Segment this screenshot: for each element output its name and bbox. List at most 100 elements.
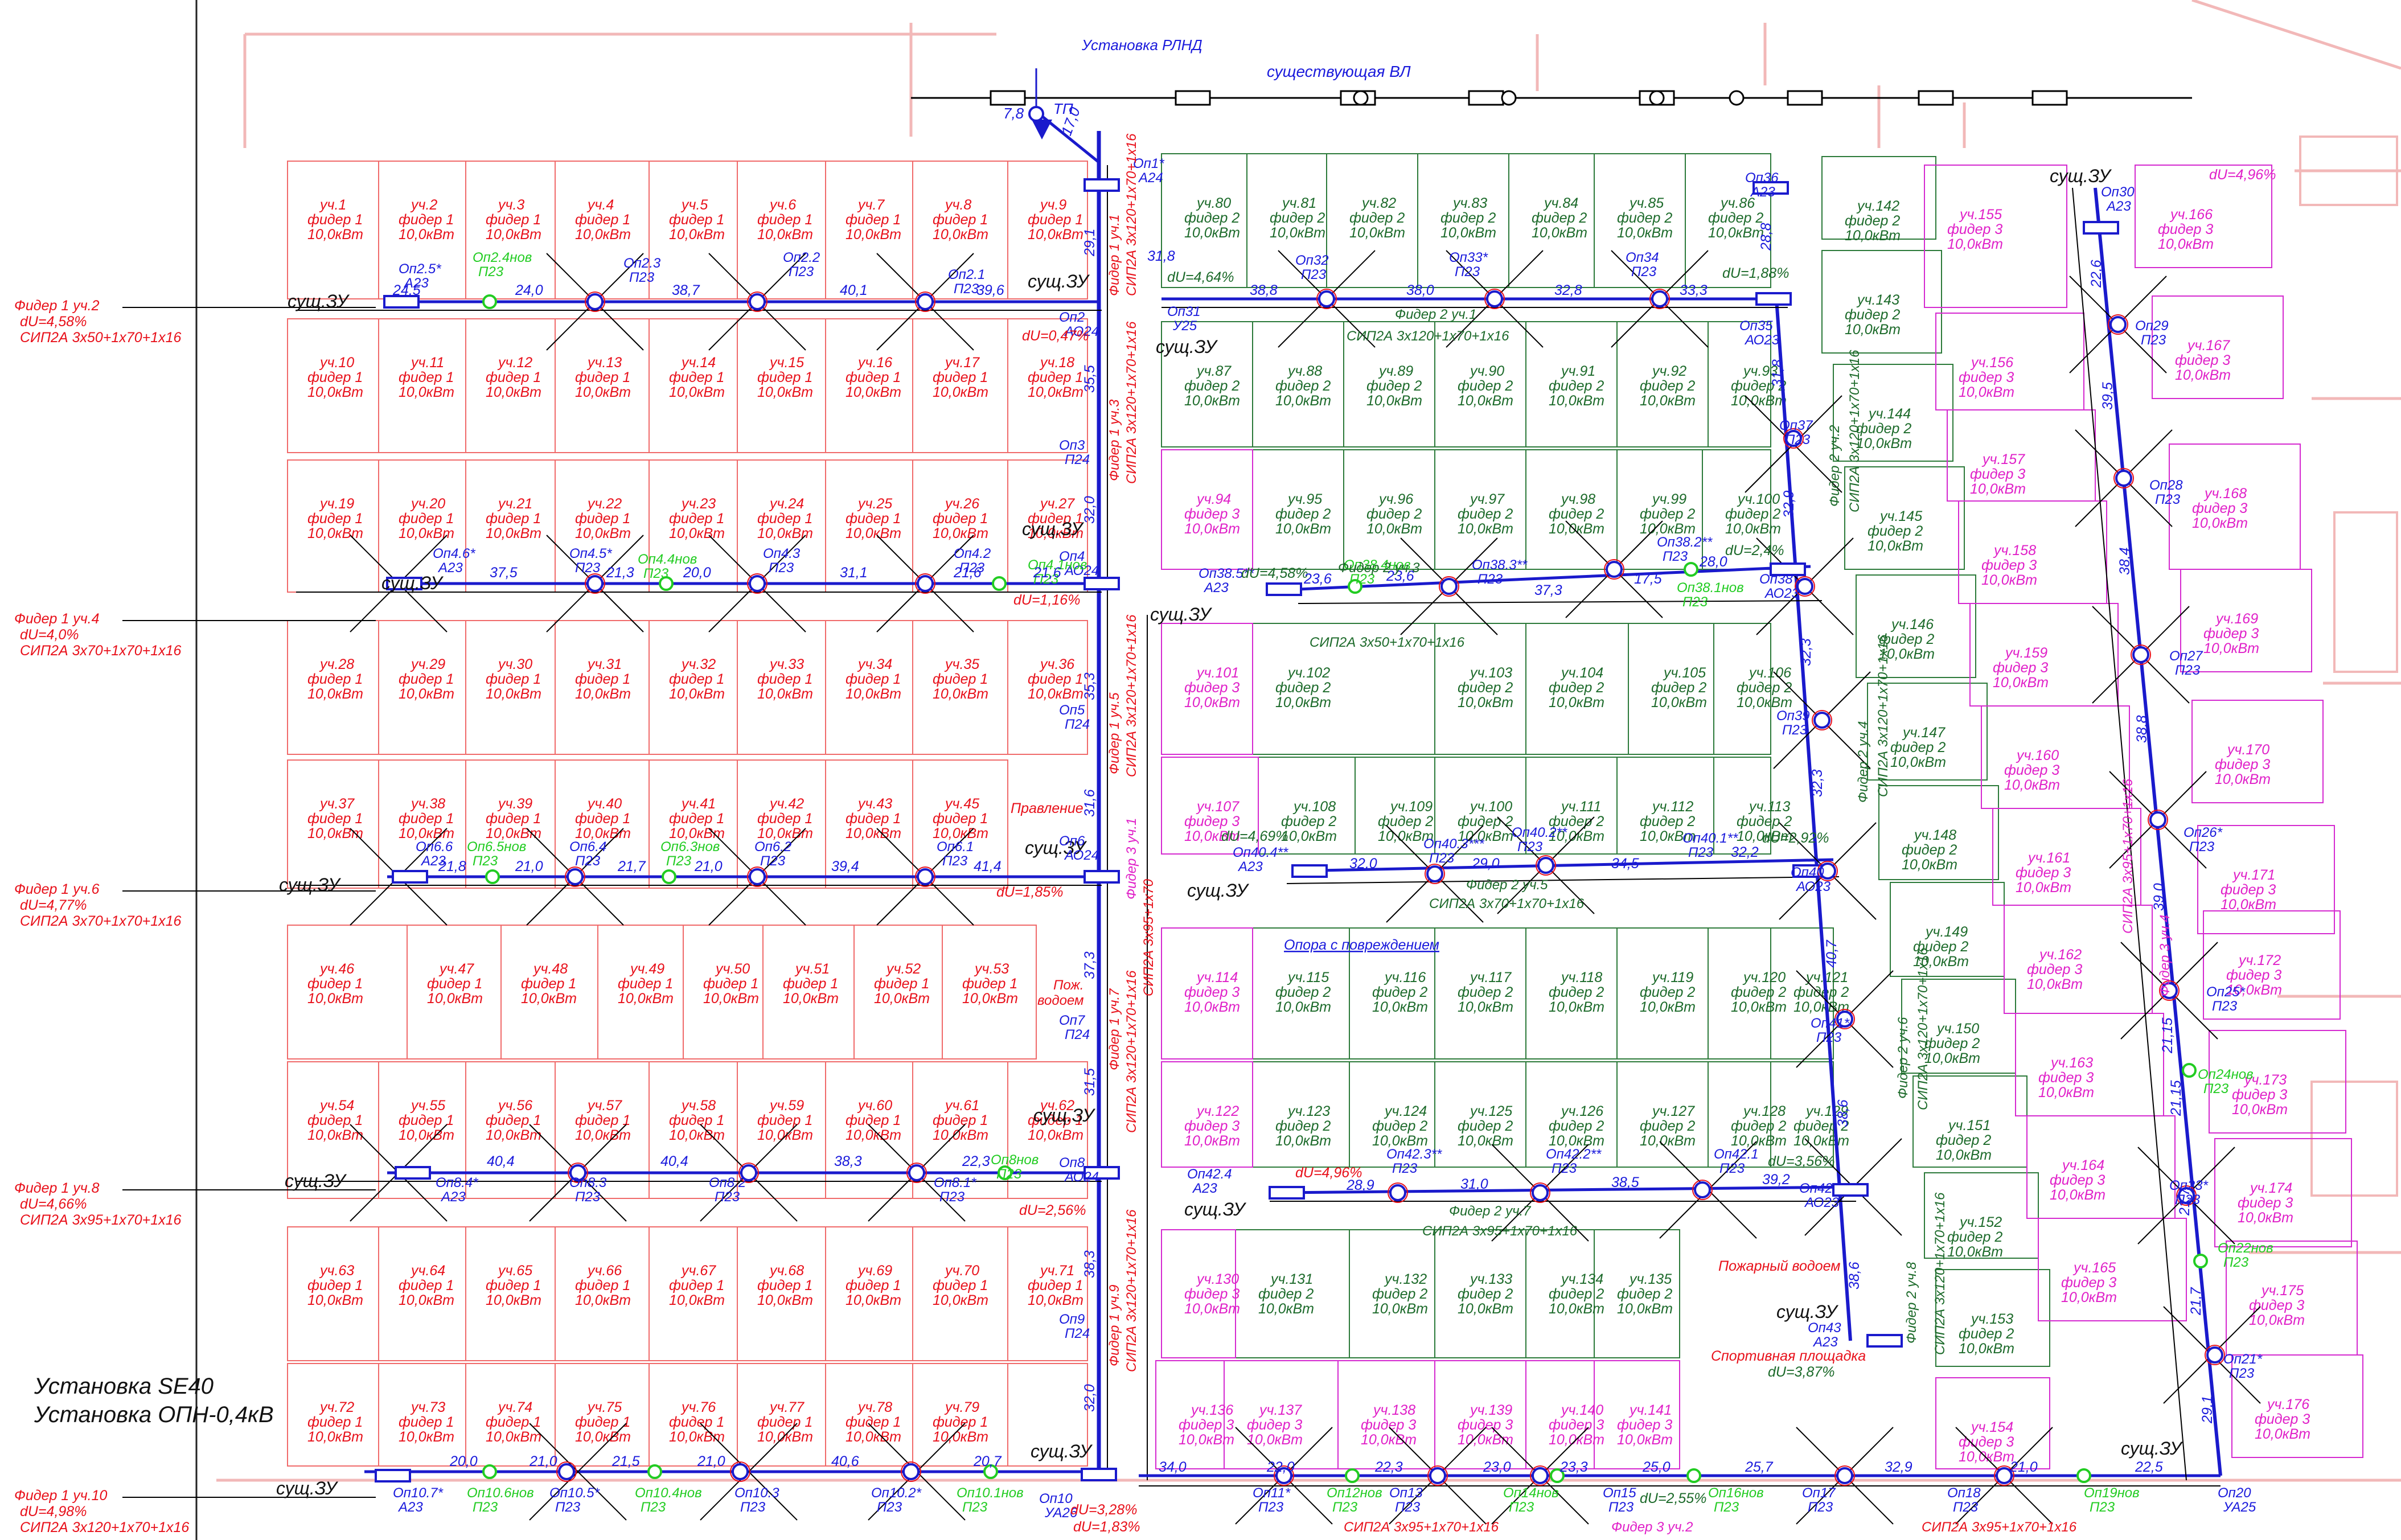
- lot-number: уч.29: [410, 656, 445, 672]
- lot-number: уч.115: [1287, 970, 1329, 985]
- service-drop: [868, 1172, 917, 1222]
- pole: [1836, 1467, 1853, 1484]
- span-length: 25,7: [1745, 1459, 1774, 1475]
- lot-number: уч.139: [1469, 1402, 1512, 1418]
- lot-power: 10,0кВт: [1275, 393, 1331, 409]
- service-drop: [529, 1172, 578, 1222]
- service-drop: [925, 876, 974, 926]
- lot-number: уч.40: [586, 796, 622, 812]
- lot-number: уч.81: [1281, 195, 1316, 211]
- service-drop: [1844, 1019, 1894, 1068]
- lot-feeder: фидер 2: [1856, 421, 1911, 437]
- cable-label: СИП2А 3х120+1х70+1х16: [1847, 350, 1862, 512]
- lot-power: 10,0кВт: [1959, 1449, 2014, 1465]
- lot-number: уч.96: [1378, 491, 1413, 507]
- pole-number: Оп4: [1059, 549, 1085, 564]
- lot-power: 10,0кВт: [669, 686, 725, 702]
- lot-power: 10,0кВт: [1372, 1133, 1428, 1149]
- pole-number: Оп6.4: [569, 839, 606, 855]
- pole-type: АО24: [1064, 324, 1099, 339]
- span-length: 32,3: [1809, 769, 1825, 797]
- existing-line-pole: [1501, 90, 1517, 106]
- pole-type: УА26: [1044, 1505, 1078, 1521]
- lot-number: уч.151: [1947, 1118, 1990, 1134]
- lot-power: 10,0кВт: [399, 1127, 454, 1143]
- lot-power: 10,0кВт: [1549, 521, 1604, 537]
- fire-pond-label-1b: водоем: [1037, 993, 1084, 1008]
- lot-feeder: фидер 3: [2175, 352, 2230, 368]
- service-drop: [708, 583, 758, 633]
- pole-number: Оп38.1нов: [1677, 580, 1744, 596]
- lot-feeder: фидер 1: [618, 976, 673, 992]
- lot-feeder: фидер 2: [1845, 307, 1900, 323]
- service-drop: [350, 1124, 399, 1173]
- new-pole: [647, 1464, 662, 1479]
- lot-feeder: фидер 1: [1028, 1112, 1083, 1128]
- lot-power: 10,0кВт: [575, 1292, 631, 1308]
- new-pole: [662, 869, 676, 884]
- lot-power: 10,0кВт: [2232, 1102, 2288, 1118]
- lot-number: уч.143: [1856, 292, 1899, 308]
- lot-power: 10,0кВт: [2192, 515, 2248, 531]
- span-length: 38,5: [1611, 1174, 1639, 1190]
- lot-power: 10,0кВт: [1902, 857, 1957, 873]
- lot-boundary: [2231, 1354, 2363, 1458]
- service-drop: [2140, 606, 2190, 655]
- span-length: 38,6: [1835, 1099, 1851, 1127]
- lot-power: 10,0кВт: [399, 1429, 454, 1445]
- lot-feeder: фидер 1: [399, 511, 454, 527]
- service-drop: [2092, 654, 2141, 704]
- service-drop: [1756, 537, 1805, 587]
- service-drop: [1545, 816, 1595, 866]
- pole-ring: [2205, 1345, 2225, 1365]
- lot-power: 10,0кВт: [703, 991, 759, 1007]
- lot-feeder: фидер 1: [399, 369, 454, 385]
- lot-feeder: фидер 2: [1793, 984, 1849, 1000]
- lot-power: 10,0кВт: [1617, 1432, 1673, 1448]
- service-drop: [757, 301, 806, 351]
- span-length: 32,8: [1554, 282, 1582, 298]
- service-drop: [2117, 324, 2167, 373]
- pole-type: П23: [666, 853, 692, 869]
- lot-feeder: фидер 3: [2226, 967, 2281, 983]
- lot-feeder: фидер 3: [1981, 557, 2037, 573]
- lot-power: 10,0кВт: [1184, 521, 1240, 537]
- pole-ring: [1388, 1182, 1408, 1203]
- service-drop: [1773, 671, 1823, 721]
- lot-power: 10,0кВт: [575, 227, 631, 243]
- lot-power: 10,0кВт: [2158, 236, 2214, 252]
- span-length: 29,0: [1471, 856, 1500, 872]
- service-drop: [916, 1124, 966, 1173]
- pole-type: У25: [1172, 318, 1197, 334]
- voltage-drop: dU=3,56%: [1768, 1153, 1834, 1169]
- span-length: 33,3: [1680, 282, 1708, 298]
- lot-feeder: фидер 3: [1959, 1434, 2014, 1450]
- anchor-pole: [2083, 221, 2119, 235]
- lot-number: уч.28: [319, 656, 354, 672]
- pole-ring: [1834, 1009, 1855, 1029]
- lot-feeder: фидер 3: [1947, 221, 2002, 237]
- lot-number: уч.138: [1372, 1402, 1415, 1418]
- lot-feeder: фидер 2: [1458, 506, 1513, 522]
- lot-feeder: фидер 1: [1028, 671, 1083, 687]
- lot-power: 10,0кВт: [575, 1127, 631, 1143]
- lot-boundary: [1713, 623, 1771, 755]
- pole-number: Оп42.4: [1187, 1167, 1232, 1182]
- service-drop: [546, 253, 596, 302]
- lot-power: 10,0кВт: [933, 1292, 988, 1308]
- lot-feeder: фидер 2: [1737, 680, 1792, 696]
- service-drop: [1804, 1138, 1854, 1188]
- service-drop: [1708, 1141, 1757, 1190]
- lot-power: 10,0кВт: [1028, 1292, 1083, 1308]
- lot-boundary: [2152, 295, 2284, 399]
- service-drop: [1494, 298, 1544, 348]
- service-drop: [1446, 250, 1495, 299]
- pole-type: А23: [2106, 199, 2131, 214]
- span-length: 22,0: [1266, 1459, 1295, 1475]
- lot-number: уч.12: [497, 355, 532, 371]
- lot-power: 10,0кВт: [1028, 525, 1083, 541]
- cable-label: СИП2А 3х95+1х70+1х16: [2120, 778, 2136, 934]
- pole-number: Оп6: [1059, 833, 1085, 849]
- lot-power: 10,0кВт: [575, 826, 631, 841]
- lot-feeder: фидер 3: [1361, 1417, 1416, 1433]
